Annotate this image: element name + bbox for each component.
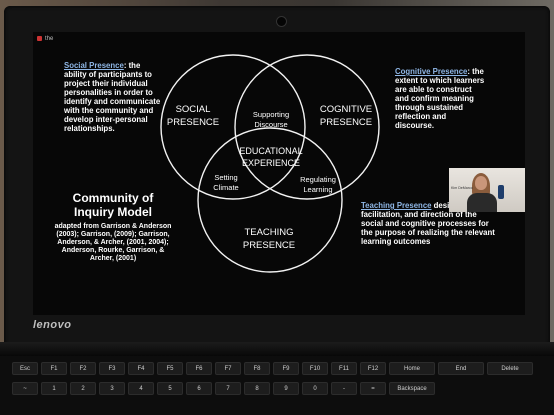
participant-name: Kim DeMarco [451,186,473,190]
model-caption: Community of Inquiry Model adapted from … [53,191,173,263]
key-6[interactable]: 6 [186,382,212,395]
key-backspace[interactable]: Backspace [389,382,435,395]
social-presence-definition: Social Presence: the ability of particip… [64,61,164,134]
cognitive-presence-term: Cognitive Presence [395,67,468,76]
teaching-label-1: TEACHING [244,227,293,238]
lenovo-logo: lenovo [33,319,72,331]
regulating-label-1: Regulating [300,175,336,184]
center-label-2: EXPERIENCE [242,158,300,168]
key-1[interactable]: 1 [41,382,67,395]
key-end[interactable]: End [438,362,484,375]
key-5[interactable]: 5 [157,382,183,395]
key-8[interactable]: 8 [244,382,270,395]
teaching-presence-term: Teaching Presence [361,201,432,210]
key-delete[interactable]: Delete [487,362,533,375]
supporting-label-1: Supporting [253,110,289,119]
key-[interactable]: = [360,382,386,395]
cognitive-label-1: COGNITIVE [320,104,372,115]
laptop-screen: the Social Presence: the ability of part… [33,32,525,315]
key-7[interactable]: 7 [215,382,241,395]
model-sources: adapted from Garrison & Anderson (2003);… [54,222,172,262]
key-f7[interactable]: F7 [215,362,241,375]
social-presence-text: : the ability of participants to project… [64,61,161,133]
center-label-1: EDUCATIONAL [239,146,302,156]
key-f6[interactable]: F6 [186,362,212,375]
social-circle [160,54,306,200]
key-4[interactable]: 4 [128,382,154,395]
key-f11[interactable]: F11 [331,362,357,375]
teaching-label-2: PRESENCE [243,240,295,251]
participant-body [467,193,497,212]
key-2[interactable]: 2 [70,382,96,395]
regulating-label-2: Learning [303,185,332,194]
key-home[interactable]: Home [389,362,435,375]
key-f4[interactable]: F4 [128,362,154,375]
cognitive-presence-text: : the extent to which learners are able … [395,67,485,130]
social-label-1: SOCIAL [176,104,211,115]
teaching-presence-text: design, facilitation, and direction of t… [361,201,495,246]
zoom-tag: the [37,36,53,42]
laptop-hinge [0,342,554,356]
key-[interactable]: - [331,382,357,395]
model-title: Community of Inquiry Model [72,191,154,219]
cognitive-circle [234,54,380,200]
key-f12[interactable]: F12 [360,362,386,375]
cognitive-presence-definition: Cognitive Presence: the extent to which … [395,67,485,131]
key-esc[interactable]: Esc [12,362,38,375]
key-3[interactable]: 3 [99,382,125,395]
key-f5[interactable]: F5 [157,362,183,375]
teaching-circle [197,127,343,273]
water-bottle [498,185,504,199]
teaching-presence-definition: Teaching Presence design, facilitation, … [361,201,496,247]
webcam-lens-icon [276,16,287,27]
key-0[interactable]: 0 [302,382,328,395]
key-f10[interactable]: F10 [302,362,328,375]
supporting-label-2: Discourse [254,120,287,129]
key-f1[interactable]: F1 [41,362,67,375]
key-9[interactable]: 9 [273,382,299,395]
venn-diagram: SOCIAL PRESENCE COGNITIVE PRESENCE Suppo… [160,54,380,273]
social-label-2: PRESENCE [167,117,219,128]
webcam-video-tile[interactable]: Kim DeMarco [449,168,525,212]
key-f2[interactable]: F2 [70,362,96,375]
key-[interactable]: ~ [12,382,38,395]
key-f8[interactable]: F8 [244,362,270,375]
key-f9[interactable]: F9 [273,362,299,375]
setting-label-1: Setting [214,173,237,182]
participant-face [475,176,487,190]
setting-label-2: Climate [213,183,238,192]
key-f3[interactable]: F3 [99,362,125,375]
social-presence-term: Social Presence [64,61,124,70]
cognitive-label-2: PRESENCE [320,117,372,128]
